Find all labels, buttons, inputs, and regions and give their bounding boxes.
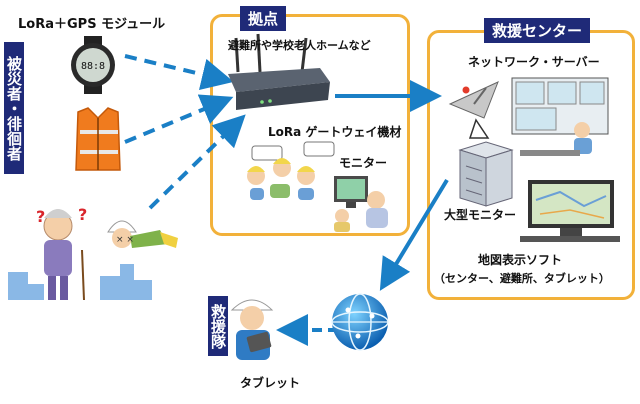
monitor-label: モニター: [339, 156, 388, 170]
tablet-label: タブレット: [240, 376, 301, 390]
gateway-device-icon: [228, 33, 330, 110]
gateway-label: LoRa ゲートウェイ機材: [268, 125, 402, 139]
server-rack-icon: [458, 141, 514, 207]
arrow-vest-to-gateway: [124, 94, 234, 144]
gps-watch-icon: 88:8: [71, 36, 115, 94]
svg-text:88:8: 88:8: [81, 61, 105, 72]
life-vest-icon: [75, 107, 121, 171]
arrow-watch-to-gateway: [124, 54, 234, 91]
large-monitor-label: 大型モニター: [444, 208, 517, 222]
rescuer-with-tablet-icon: [230, 299, 274, 360]
base-title: 拠点: [240, 6, 287, 31]
elderly-woman-icon: ? ?: [36, 205, 87, 301]
svg-text:?: ?: [36, 207, 45, 226]
monitor-viewers-icon: [334, 176, 388, 232]
buildings-icon: [8, 264, 152, 300]
fallen-worker-icon: × ×: [107, 220, 178, 248]
arrow-people-to-gateway: [148, 114, 246, 210]
base-subtitle: 避難所や学校老人ホームなど: [228, 39, 371, 52]
map-software-label: 地図表示ソフト: [478, 253, 563, 267]
network-server-label: ネットワーク・サーバー: [468, 55, 600, 69]
globe-network-icon: [331, 293, 389, 351]
gps-module-label: LoRa＋GPS モジュール: [18, 17, 166, 32]
control-room-icon: [511, 77, 609, 156]
rescue-team-label: 救援隊: [208, 296, 228, 356]
large-monitor-icon: [520, 180, 620, 242]
victims-label: 被災者・徘徊者: [4, 42, 24, 174]
svg-text:?: ?: [78, 205, 87, 224]
workers-with-signs-icon: [247, 141, 335, 200]
arrow-center-to-network: [379, 178, 449, 291]
satellite-dish-icon: [448, 81, 499, 139]
svg-text:× ×: × ×: [116, 235, 134, 245]
rescue-center-title: 救援センター: [484, 18, 591, 43]
map-software-sublabel: （センター、避難所、タブレット）: [434, 272, 610, 285]
